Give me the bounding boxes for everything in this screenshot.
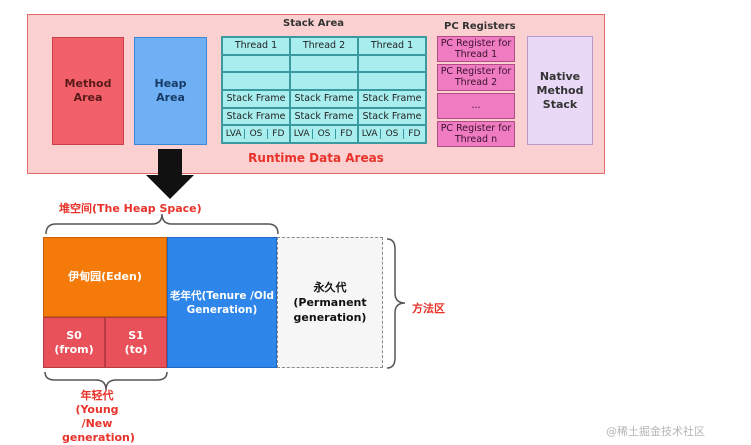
stack-frame-cell: Stack Frame [358,89,426,108]
watermark: @稀土掘金技术社区 [606,425,705,438]
pc-registers-title: PC Registers [444,21,516,32]
method-area-block: Method Area [52,37,124,145]
lva-cell: LVA [291,129,314,140]
young-generation-label: 年轻代(Young /New generation) [62,389,135,444]
stack-empty-cell [290,54,358,73]
heap-area-block: Heap Area [134,37,207,145]
thread-header: Thread 2 [290,37,358,55]
os-cell: OS [381,129,404,140]
pc-register: PC Register for Thread 1 [437,36,515,63]
stack-frame-cell: Stack Frame [222,89,290,108]
pc-register: PC Register for Thread n [437,120,515,147]
runtime-data-areas-title: Runtime Data Areas [248,151,384,165]
thread-header: Thread 1 [358,37,426,55]
fd-cell: FD [335,129,357,140]
fd-cell: FD [267,129,289,140]
method-area-label: 方法区 [412,302,445,315]
frame-parts: LVA OS FD [222,125,290,143]
eden-space: 伊甸园(Eden) [43,237,167,317]
heap-space-brace [45,213,279,235]
stack-empty-cell [222,54,290,73]
stack-frame-cell: Stack Frame [358,107,426,126]
permanent-generation: 永久代 (Permanent generation) [277,237,383,368]
stack-empty-cell [358,54,426,73]
lva-cell: LVA [359,129,382,140]
stack-frame-cell: Stack Frame [290,107,358,126]
down-arrow-icon [146,149,194,199]
survivor-s1: S1 (to) [105,317,167,368]
stack-empty-cell [290,72,358,90]
thread-header: Thread 1 [222,37,290,55]
stack-empty-cell [358,72,426,90]
os-cell: OS [245,129,268,140]
frame-parts: LVA OS FD [290,125,358,143]
os-cell: OS [313,129,336,140]
stack-frame-cell: Stack Frame [222,107,290,126]
stack-area-title: Stack Area [283,18,344,29]
pc-register-ellipsis: ... [437,92,515,119]
stack-frame-cell: Stack Frame [290,89,358,108]
pc-registers-stack: PC Register for Thread 1 PC Register for… [437,36,515,147]
old-generation: 老年代(Tenure /Old Generation) [167,237,277,368]
lva-cell: LVA [223,129,246,140]
stack-empty-cell [222,72,290,90]
survivor-s0: S0 (from) [43,317,105,368]
heap-space-title: 堆空间(The Heap Space) [59,202,202,215]
stack-area-grid: Thread 1 Thread 2 Thread 1 Stack Frame S… [221,36,427,144]
frame-parts: LVA OS FD [358,125,426,143]
young-generation-brace [44,371,168,391]
native-method-stack-block: Native Method Stack [527,36,593,145]
fd-cell: FD [403,129,425,140]
pc-register: PC Register for Thread 2 [437,64,515,91]
runtime-data-areas: Method Area Heap Area Stack Area Thread … [27,14,605,174]
method-area-brace [386,238,406,369]
